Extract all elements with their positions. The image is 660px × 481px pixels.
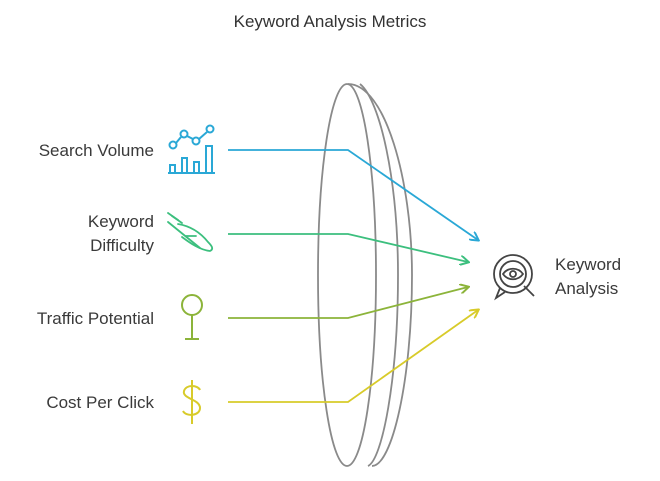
- label-keyword-analysis: Keyword Analysis: [555, 253, 621, 301]
- label-line: Difficulty: [90, 236, 154, 255]
- climbing-icon: [167, 212, 214, 252]
- label-cost-per-click: Cost Per Click: [46, 393, 154, 412]
- connector-search-volume: [228, 149, 478, 240]
- eye-search-icon: [493, 254, 535, 301]
- connector-cost-per-click: [228, 310, 478, 403]
- label-traffic-potential: Traffic Potential: [36, 309, 154, 328]
- connector-keyword-difficulty: [228, 233, 468, 262]
- diagram-title: Keyword Analysis Metrics: [233, 12, 427, 31]
- label-keyword-difficulty: Keyword Difficulty: [88, 210, 154, 258]
- label-line: Keyword: [87, 212, 154, 231]
- lollipop-icon: [181, 294, 203, 340]
- dollar-icon: [182, 380, 202, 424]
- lens-shape: [317, 83, 413, 467]
- label-line: Analysis: [555, 279, 619, 298]
- label-search-volume: Search Volume: [38, 141, 154, 160]
- bar-chart-trend-icon: [168, 124, 215, 174]
- label-line: Keyword: [555, 255, 622, 274]
- connector-traffic-potential: [228, 287, 468, 319]
